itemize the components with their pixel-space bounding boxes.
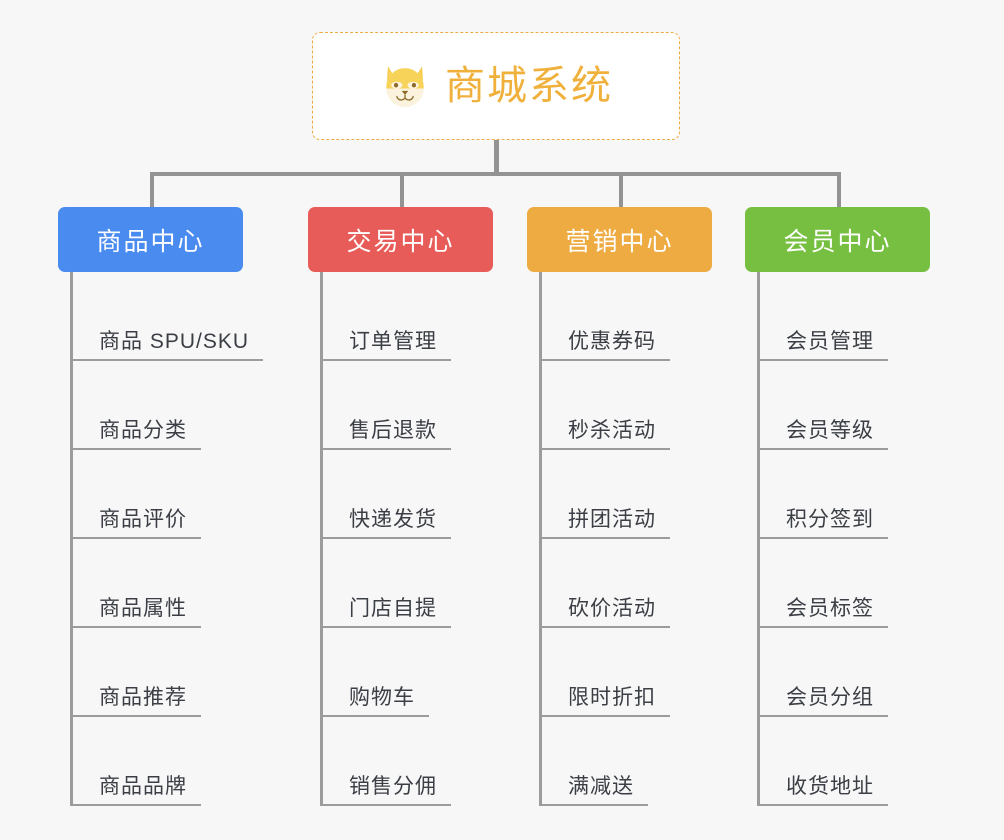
connector-drop-2	[400, 172, 404, 208]
leaf-label: 商品推荐	[99, 685, 187, 709]
leaf-item[interactable]: 砍价活动	[539, 539, 670, 628]
connector-drop-1	[150, 172, 154, 208]
leaf-item[interactable]: 商品推荐	[70, 628, 263, 717]
leaf-item[interactable]: 购物车	[320, 628, 451, 717]
root-title: 商城系统	[445, 64, 613, 108]
category-box-2[interactable]: 交易中心	[308, 207, 493, 272]
leaf-label: 会员等级	[786, 418, 874, 442]
connector-drop-4	[837, 172, 841, 208]
leaf-label: 订单管理	[349, 329, 437, 353]
category-title-1: 商品中心	[96, 227, 205, 256]
leaf-item[interactable]: 会员管理	[757, 272, 888, 361]
leaf-label: 收货地址	[786, 774, 874, 798]
leaf-item[interactable]: 秒杀活动	[539, 361, 670, 450]
leaf-label: 商品评价	[99, 507, 187, 531]
root-node[interactable]: 商城系统	[312, 32, 680, 140]
leaf-column-4: 会员管理 会员等级 积分签到 会员标签 会员分组 收货地址	[757, 272, 888, 806]
leaf-label: 秒杀活动	[568, 418, 656, 442]
leaf-spine-1	[70, 272, 73, 806]
leaf-item[interactable]: 订单管理	[320, 272, 451, 361]
category-title-3: 营销中心	[565, 227, 674, 256]
leaf-label: 销售分佣	[349, 774, 437, 798]
leaf-label: 会员分组	[786, 685, 874, 709]
leaf-item[interactable]: 会员标签	[757, 539, 888, 628]
leaf-label: 拼团活动	[568, 507, 656, 531]
leaf-item[interactable]: 商品属性	[70, 539, 263, 628]
leaf-label: 快递发货	[349, 507, 437, 531]
leaf-column-2: 订单管理 售后退款 快递发货 门店自提 购物车 销售分佣	[320, 272, 451, 806]
leaf-item[interactable]: 商品评价	[70, 450, 263, 539]
leaf-label: 商品分类	[99, 418, 187, 442]
leaf-spine-4	[757, 272, 760, 806]
leaf-spine-3	[539, 272, 542, 806]
leaf-item[interactable]: 限时折扣	[539, 628, 670, 717]
leaf-label: 会员管理	[786, 329, 874, 353]
category-box-4[interactable]: 会员中心	[745, 207, 930, 272]
leaf-label: 商品属性	[99, 596, 187, 620]
leaf-item[interactable]: 满减送	[539, 717, 670, 806]
category-title-4: 会员中心	[783, 227, 892, 256]
connector-drop-3	[619, 172, 623, 208]
leaf-column-1: 商品 SPU/SKU 商品分类 商品评价 商品属性 商品推荐 商品品牌	[70, 272, 264, 806]
leaf-label: 优惠券码	[568, 329, 656, 353]
leaf-item[interactable]: 快递发货	[320, 450, 451, 539]
leaf-item[interactable]: 会员分组	[757, 628, 888, 717]
leaf-label: 会员标签	[786, 596, 874, 620]
leaf-item[interactable]: 优惠券码	[539, 272, 670, 361]
category-title-2: 交易中心	[346, 227, 455, 256]
leaf-item[interactable]: 售后退款	[320, 361, 451, 450]
leaf-item[interactable]: 商品分类	[70, 361, 263, 450]
leaf-label: 满减送	[568, 774, 634, 798]
leaf-item[interactable]: 会员等级	[757, 361, 888, 450]
connector-root-trunk	[494, 140, 499, 175]
leaf-item[interactable]: 收货地址	[757, 717, 888, 806]
leaf-column-3: 优惠券码 秒杀活动 拼团活动 砍价活动 限时折扣 满减送	[539, 272, 670, 806]
leaf-label: 购物车	[349, 685, 415, 709]
leaf-item[interactable]: 销售分佣	[320, 717, 451, 806]
leaf-item[interactable]: 拼团活动	[539, 450, 670, 539]
leaf-spine-2	[320, 272, 323, 806]
leaf-item[interactable]: 商品品牌	[70, 717, 263, 806]
leaf-item[interactable]: 门店自提	[320, 539, 451, 628]
leaf-label: 砍价活动	[568, 596, 656, 620]
shiba-inu-icon	[386, 66, 424, 108]
leaf-label: 积分签到	[786, 507, 874, 531]
leaf-item[interactable]: 积分签到	[757, 450, 888, 539]
leaf-label: 商品 SPU/SKU	[99, 329, 250, 353]
leaf-label: 门店自提	[349, 596, 437, 620]
leaf-label: 售后退款	[349, 418, 437, 442]
leaf-label: 限时折扣	[568, 685, 656, 709]
leaf-label: 商品品牌	[99, 774, 187, 798]
category-box-1[interactable]: 商品中心	[58, 207, 243, 272]
category-box-3[interactable]: 营销中心	[527, 207, 712, 272]
connector-bus	[150, 172, 840, 176]
leaf-item[interactable]: 商品 SPU/SKU	[70, 272, 264, 361]
